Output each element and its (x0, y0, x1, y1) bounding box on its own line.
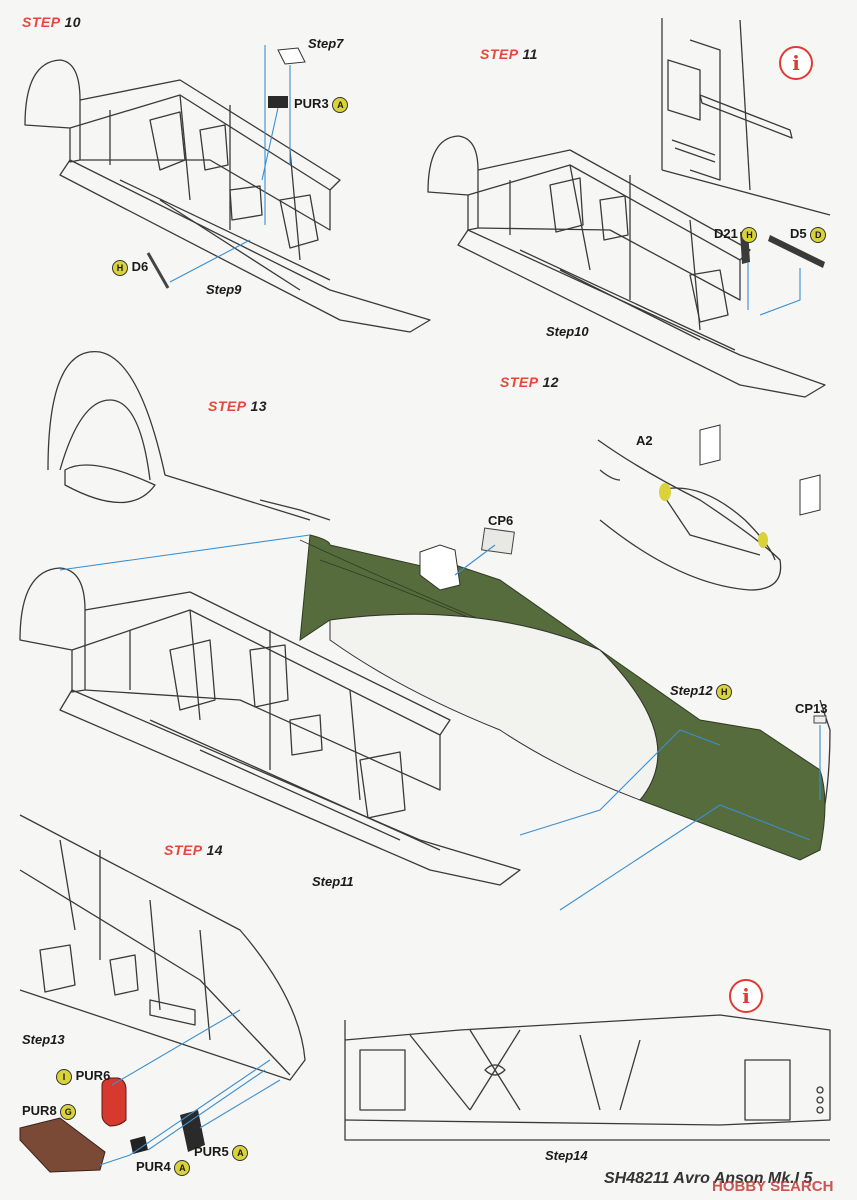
step-13-number: 13 (250, 398, 268, 414)
d5-name: D5 (790, 226, 807, 241)
step-11-prefix: STEP (480, 46, 523, 62)
step-14-header: STEP 14 (164, 842, 223, 858)
paint-code-icon: H (112, 260, 128, 276)
gun-detail-inset (661, 18, 831, 216)
paint-code-icon: D (810, 227, 827, 243)
label-step7: Step7 (308, 36, 344, 51)
paint-code-icon: A (174, 1160, 191, 1176)
step-12-header: STEP 12 (500, 374, 559, 390)
paint-code-icon: A (332, 97, 349, 113)
step12-name: Step12 (670, 683, 713, 698)
paint-code-icon: A (232, 1145, 249, 1161)
label-step9: Step9 (206, 282, 242, 297)
label-a2: A2 (636, 433, 653, 448)
step-11-number: 11 (522, 46, 538, 62)
pur8-name: PUR8 (22, 1103, 57, 1118)
paint-code-icon: G (60, 1104, 77, 1120)
step-10-prefix: STEP (22, 14, 65, 30)
step12-nose (597, 439, 782, 591)
step14-result (344, 1014, 831, 1141)
step-13-header: STEP 13 (208, 398, 267, 414)
interior-green-panel (299, 534, 826, 861)
paint-code-icon: H (741, 227, 758, 243)
label-d5: D5 D (790, 226, 827, 243)
paint-code-icon: I (56, 1069, 72, 1085)
label-d21: D21 H (714, 226, 758, 243)
label-cp6: CP6 (488, 513, 514, 528)
label-pur3: PUR3 A (294, 96, 349, 113)
label-pur5: PUR5 A (194, 1144, 249, 1161)
step-10-number: 10 (64, 14, 82, 30)
label-step11: Step11 (312, 874, 354, 889)
step10-fuselage (24, 59, 431, 333)
pur4-name: PUR4 (136, 1159, 171, 1174)
pur6-name: PUR6 (75, 1068, 111, 1083)
d6-name: D6 (131, 259, 149, 274)
leader-lines (59, 45, 821, 1166)
label-step12: Step12 H (670, 683, 733, 700)
label-pur4: PUR4 A (136, 1159, 191, 1176)
step13-fuselage (19, 351, 831, 886)
step-14-prefix: STEP (164, 842, 207, 858)
step-11-header: STEP 11 (480, 46, 538, 62)
step-13-prefix: STEP (208, 398, 251, 414)
info-icon: i (779, 46, 813, 80)
d21-name: D21 (714, 226, 738, 241)
page-footer: SH48211 Avro Anson Mk.I 5 (604, 1170, 813, 1187)
watermark: HOBBY SEARCH (712, 1178, 834, 1195)
label-step14: Step14 (545, 1148, 588, 1163)
label-pur8: PUR8 G (22, 1103, 77, 1120)
info-icon: i (729, 979, 763, 1013)
part-drawings (19, 47, 827, 1173)
label-step13: Step13 (22, 1032, 65, 1047)
label-cp13: CP13 (795, 701, 828, 716)
label-pur6: I PUR6 (56, 1068, 110, 1085)
label-step10: Step10 (546, 324, 589, 339)
label-d6: H D6 (112, 259, 148, 276)
paint-code-icon: H (716, 684, 733, 700)
step-12-prefix: STEP (500, 374, 543, 390)
step11-fuselage (427, 135, 826, 398)
pur3-name: PUR3 (294, 96, 329, 111)
step-10-header: STEP 10 (22, 14, 81, 30)
pur5-name: PUR5 (194, 1144, 229, 1159)
step-14-number: 14 (206, 842, 224, 858)
step14-fuselage (19, 814, 306, 1081)
step-12-number: 12 (542, 374, 560, 390)
